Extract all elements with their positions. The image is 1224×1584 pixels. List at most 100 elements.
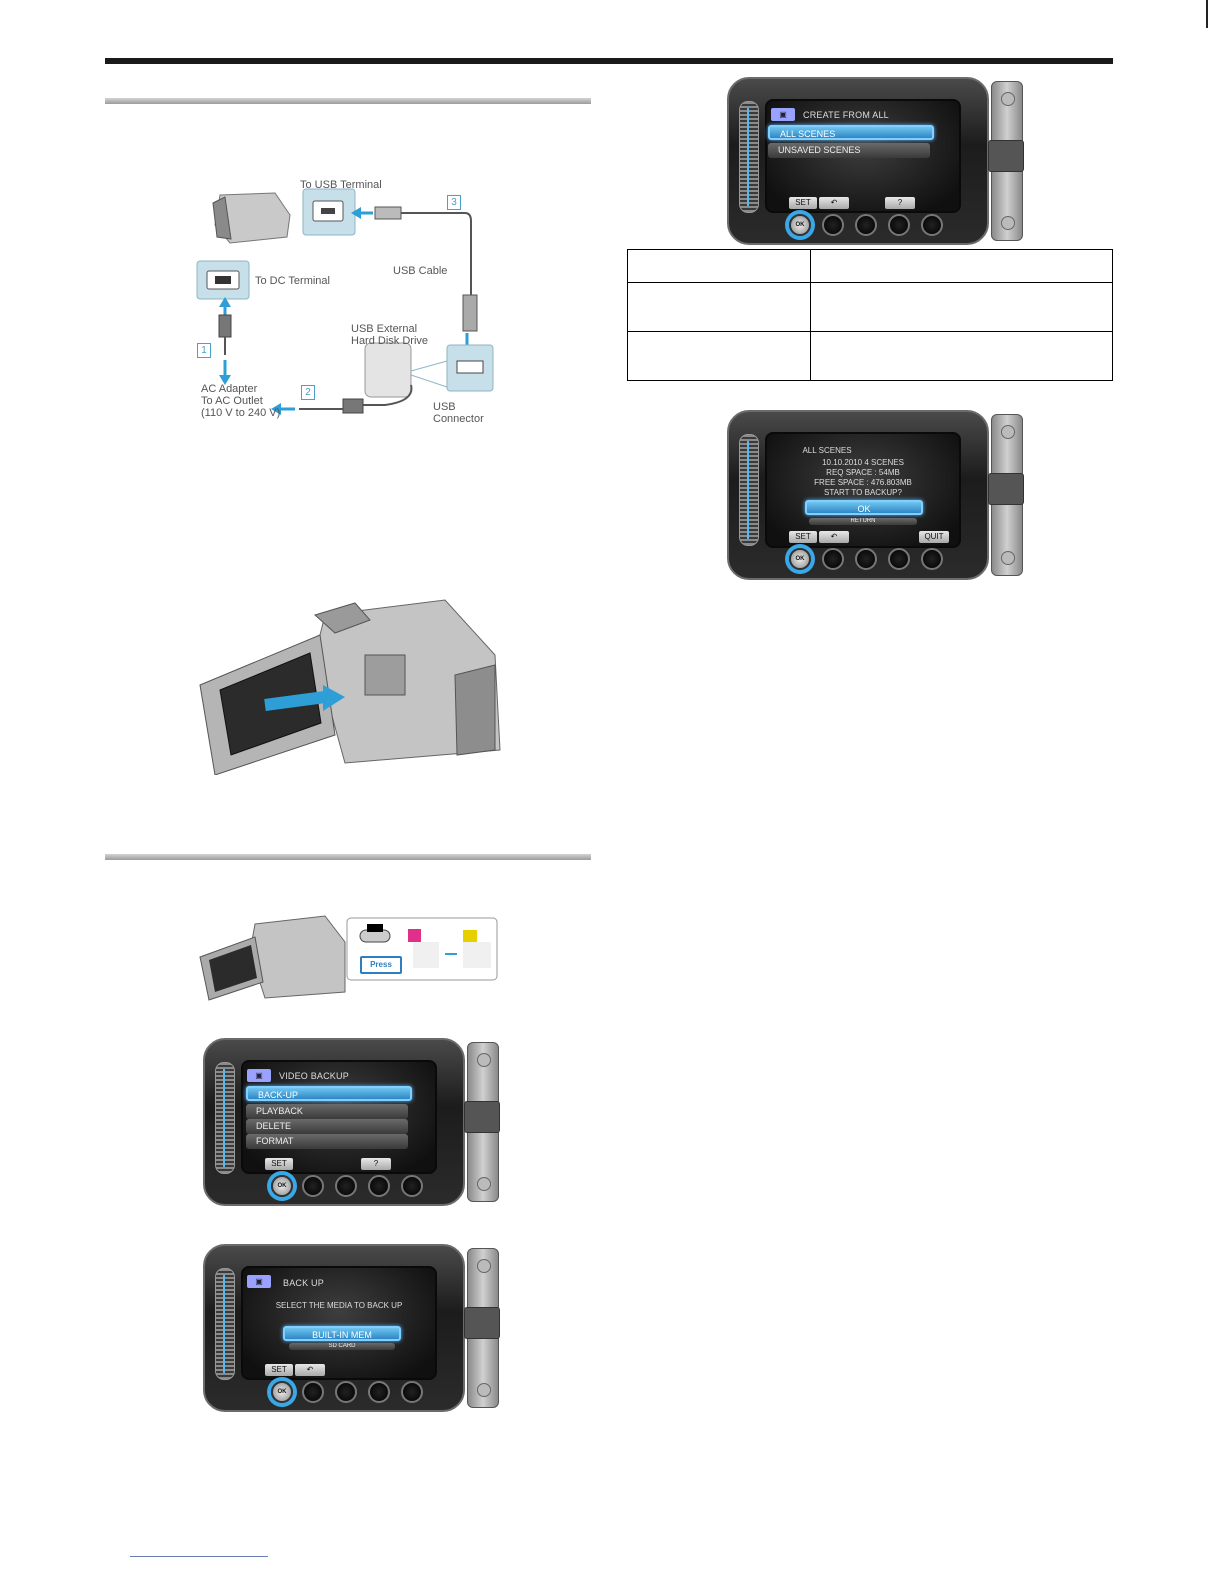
table-row [627,331,1113,381]
operation-button-1[interactable] [822,548,844,570]
hinge-knob-icon [1001,92,1015,106]
table-cell [810,331,1113,381]
label-ac-adapter: AC Adapter To AC Outlet (110 V to 240 V) [201,383,280,419]
soft-key-quit[interactable]: QUIT [919,531,949,543]
lcd-back-up: ▣ BACK UP SELECT THE MEDIA TO BACK UP BU… [203,1244,500,1412]
video-mode-icon: ▣ [247,1275,271,1288]
hinge-knob-icon [1001,425,1015,439]
table-row [627,282,1113,332]
confirm-line-4: FREE SPACE : 476.803MB [814,478,912,487]
video-mode-icon: ▣ [771,108,795,121]
confirm-option-ok[interactable]: OK [805,500,923,515]
lcd-screen: ▣ VIDEO BACKUP BACK-UP PLAYBACK DELETE F… [241,1060,437,1174]
lcd-screen: ▣ BACK UP SELECT THE MEDIA TO BACK UP BU… [241,1266,437,1380]
ok-button[interactable]: OK [789,214,811,236]
mode-switch-illustration: Press [195,912,499,1002]
label-usb-cable: USB Cable [393,265,448,277]
hinge-clamp [464,1307,500,1339]
soft-key-help[interactable]: ? [361,1158,391,1170]
operation-button-1[interactable] [822,214,844,236]
hinge-knob-icon [1001,551,1015,565]
lcd-video-backup: ▣ VIDEO BACKUP BACK-UP PLAYBACK DELETE F… [203,1038,500,1206]
confirm-line-1: ALL SCENES [802,446,852,455]
operation-button-2[interactable] [855,214,877,236]
confirm-option-return[interactable]: RETURN [809,518,917,525]
label-usb-connector: USB Connector [433,401,484,425]
soft-key-help[interactable]: ? [885,197,915,209]
lcd-create-from-all: ▣ CREATE FROM ALL ALL SCENES UNSAVED SCE… [727,77,1024,245]
table-cell [627,282,811,332]
screen-message: SELECT THE MEDIA TO BACK UP [275,1301,403,1310]
header-rule [105,58,1113,64]
lcd-hinge [464,1248,500,1408]
table-row [627,249,1113,283]
soft-key-set[interactable]: SET [789,531,817,543]
menu-item-all-scenes[interactable]: ALL SCENES [768,125,934,140]
video-mode-icon: ▣ [247,1069,271,1082]
label-ac-line-3: (110 V to 240 V) [201,407,281,419]
camera-open-lcd-illustration [195,595,507,776]
camera-open-lcd-svg [199,599,501,776]
label-usb-external-hdd: USB External Hard Disk Drive [351,323,428,347]
connection-diagram: To USB Terminal To DC Terminal USB Cable… [195,175,505,425]
soft-key-return[interactable]: ↶ [295,1364,325,1376]
media-option-sd-card[interactable]: SD CARD [289,1343,395,1350]
confirm-line-5: START TO BACKUP? [824,488,902,497]
media-option-built-in-mem[interactable]: BUILT-IN MEM [283,1326,401,1341]
connection-diagram-svg [196,188,494,415]
step-number-2: 2 [301,385,315,400]
mode-switch-svg [199,915,498,1001]
soft-key-return[interactable]: ↶ [819,197,849,209]
slider-touch-sensor[interactable] [215,1062,235,1174]
option-table [627,249,1113,381]
soft-key-set[interactable]: SET [265,1364,293,1376]
hinge-knob-icon [477,1177,491,1191]
soft-key-return[interactable]: ↶ [819,531,849,543]
hinge-clamp [988,473,1024,505]
operation-button-2[interactable] [855,548,877,570]
operation-button-3[interactable] [888,214,910,236]
slider-arrow-icon [223,1275,225,1373]
menu-item-unsaved-scenes[interactable]: UNSAVED SCENES [768,143,930,158]
menu-button[interactable] [921,214,943,236]
operation-button-2[interactable] [335,1381,357,1403]
soft-key-set[interactable]: SET [789,197,817,209]
menu-item-playback[interactable]: PLAYBACK [246,1104,408,1119]
label-hdd-line-1: USB External [351,323,418,335]
slider-touch-sensor[interactable] [739,101,759,213]
ok-button[interactable]: OK [271,1381,293,1403]
corner-mark [1206,0,1208,28]
menu-button[interactable] [401,1381,423,1403]
slider-touch-sensor[interactable] [215,1268,235,1380]
operation-button-1[interactable] [302,1381,324,1403]
menu-button[interactable] [401,1175,423,1197]
slider-touch-sensor[interactable] [739,434,759,546]
operation-button-1[interactable] [302,1175,324,1197]
slider-arrow-icon [747,441,749,539]
table-cell [627,331,811,381]
lcd-screen: ▣ CREATE FROM ALL ALL SCENES UNSAVED SCE… [765,99,961,213]
slider-arrow-icon [223,1069,225,1167]
ok-button[interactable]: OK [789,548,811,570]
operation-button-2[interactable] [335,1175,357,1197]
label-to-dc-terminal: To DC Terminal [255,275,330,287]
hinge-knob-icon [477,1383,491,1397]
ok-button[interactable]: OK [271,1175,293,1197]
operation-button-3[interactable] [888,548,910,570]
label-to-usb-terminal: To USB Terminal [300,179,382,191]
lcd-hinge [988,414,1024,576]
menu-button[interactable] [921,548,943,570]
menu-item-delete[interactable]: DELETE [246,1119,408,1134]
confirm-line-3: REQ SPACE : 54MB [826,468,900,477]
operation-button-3[interactable] [368,1381,390,1403]
footer-link-underline[interactable] [130,1556,268,1557]
hinge-knob-icon [477,1053,491,1067]
section-rule-1 [105,98,591,104]
label-hdd-line-2: Hard Disk Drive [351,335,429,347]
soft-key-set[interactable]: SET [265,1158,293,1170]
menu-item-back-up[interactable]: BACK-UP [246,1086,412,1101]
label-ac-line-2: To AC Outlet [201,395,263,407]
screen-title: CREATE FROM ALL [803,110,889,120]
menu-item-format[interactable]: FORMAT [246,1134,408,1149]
operation-button-3[interactable] [368,1175,390,1197]
